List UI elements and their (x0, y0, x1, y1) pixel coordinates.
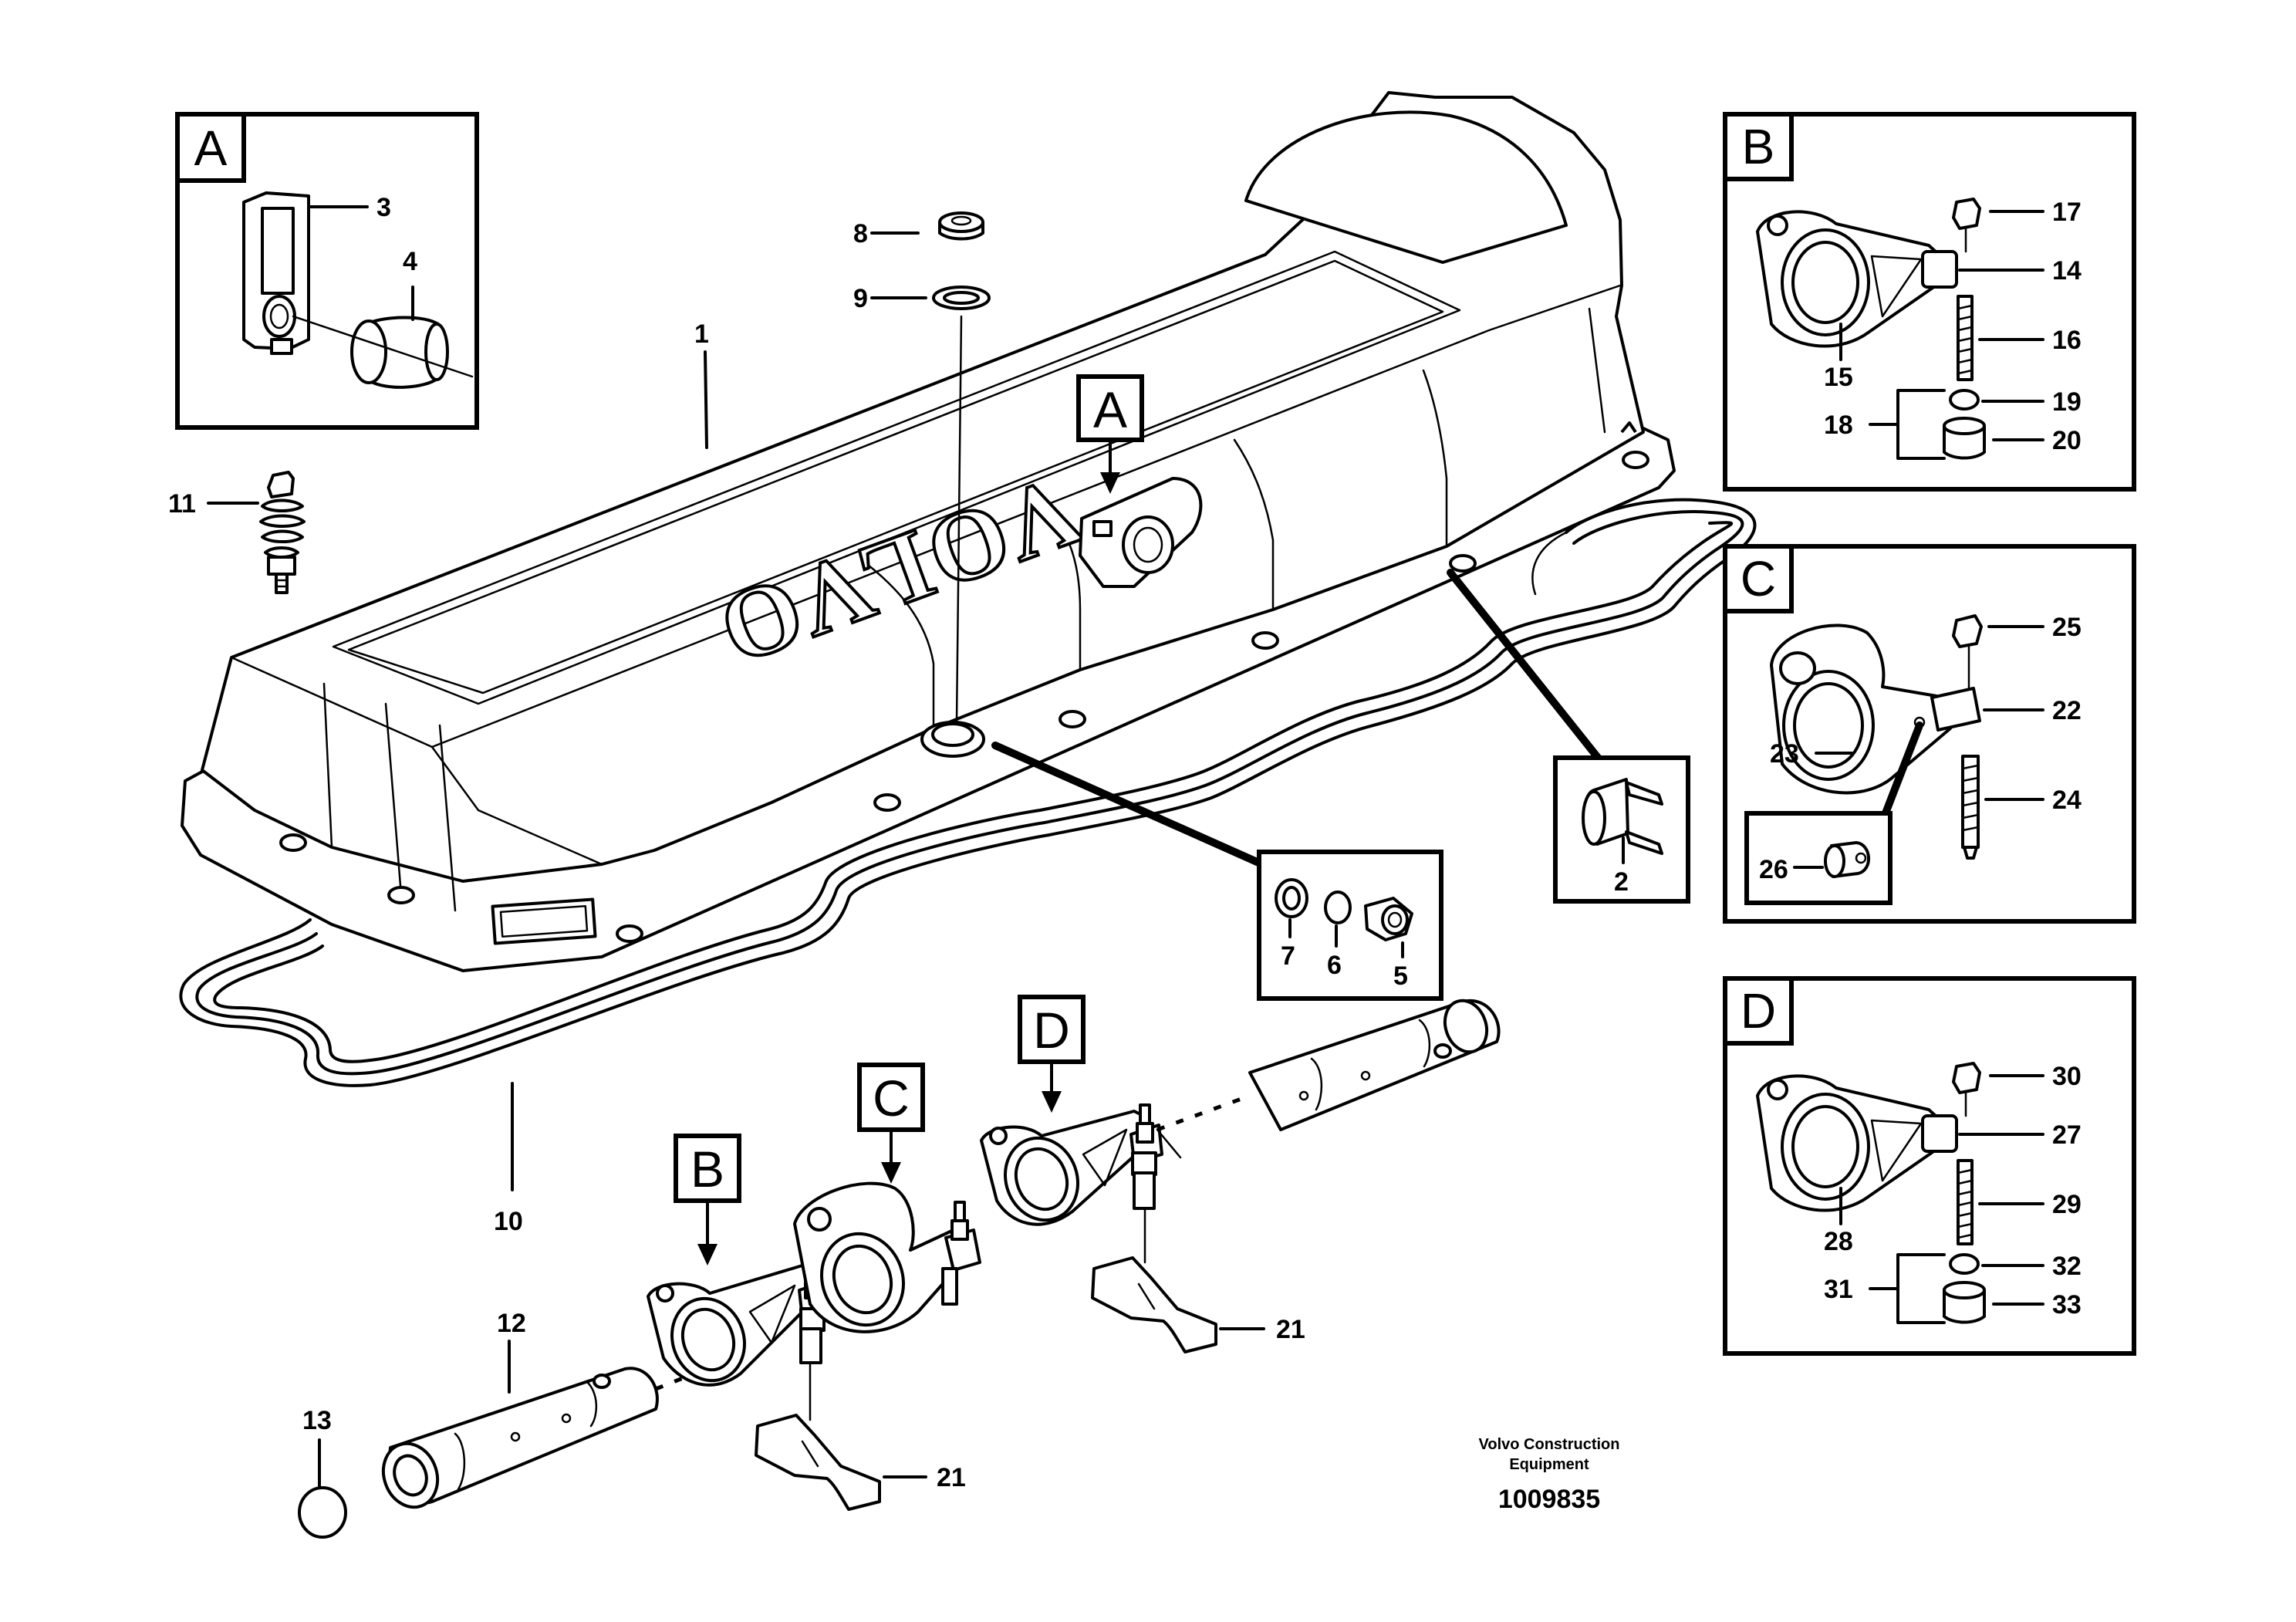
detail-box-d: D (1723, 976, 2136, 1356)
part-number-17: 17 (2052, 198, 2082, 227)
detail-box-c: C (1723, 544, 2136, 924)
adjuster-part-27 (1921, 1114, 1958, 1153)
detail-box-parts-5-7: 7 6 5 (1257, 850, 1443, 1001)
part-number-8: 8 (853, 219, 868, 248)
adjuster-part-14 (1921, 250, 1958, 289)
rocker-arm-b (647, 1259, 832, 1387)
callout-c-letter: C (873, 1070, 910, 1127)
seal-ring-part-7 (1275, 878, 1308, 918)
rocker-arm-c (793, 1181, 981, 1333)
rocker-shaft-upper (1156, 999, 1501, 1159)
brand-line-1: Volvo Construction (1479, 1436, 1620, 1453)
part-number-21-lower: 21 (937, 1463, 966, 1492)
callout-b: B (674, 1134, 741, 1265)
part-number-16: 16 (2052, 326, 2082, 355)
part-number-15: 15 (1824, 363, 1853, 392)
clip-part-2 (1582, 778, 1663, 855)
cover-bolt-part-11 (259, 471, 306, 594)
rocker-arm-part-15 (1756, 210, 1946, 348)
ball-part-19 (1949, 389, 1980, 411)
part-number-13: 13 (302, 1406, 332, 1435)
part-number-22: 22 (2052, 696, 2082, 725)
detail-box-b: B (1723, 112, 2136, 492)
part-number-10: 10 (494, 1207, 523, 1236)
rocker-shaft-part-12 (381, 1353, 741, 1509)
part-number-19: 19 (2052, 387, 2082, 417)
part-number-1: 1 (694, 319, 709, 349)
screw-part-16 (1957, 295, 1974, 381)
part-number-12: 12 (497, 1309, 526, 1338)
part-number-18: 18 (1824, 411, 1853, 440)
screw-part-24 (1961, 755, 1980, 860)
shaft-plug-part-13 (298, 1486, 347, 1539)
part-number-24: 24 (2052, 786, 2082, 815)
oil-filler-plug-part-8 (938, 211, 984, 241)
part-number-11: 11 (168, 489, 196, 519)
cup-part-20 (1943, 417, 1986, 460)
nut-part-17 (1952, 198, 1981, 253)
callout-a: A (1076, 374, 1144, 494)
detail-box-b-letter: B (1742, 119, 1775, 174)
valve-cover-part-1: VOLVO (181, 91, 1676, 972)
part-number-33: 33 (2052, 1290, 2082, 1320)
part-number-29: 29 (2052, 1190, 2082, 1219)
ball-part-32 (1949, 1253, 1980, 1275)
part-number-25: 25 (2052, 613, 2082, 642)
sensor-port (1079, 477, 1203, 588)
part-number-4: 4 (403, 247, 417, 276)
part-number-2: 2 (1614, 867, 1629, 897)
callout-d: D (1018, 995, 1086, 1113)
part-number-23: 23 (1770, 739, 1799, 769)
nut-part-30 (1952, 1062, 1981, 1117)
brand-line-2: Equipment (1509, 1456, 1589, 1473)
nipple-part-5 (1364, 897, 1413, 941)
figure-code: 1009835 (1498, 1485, 1600, 1514)
detail-box-c-letter: C (1741, 551, 1776, 607)
part-number-27: 27 (2052, 1120, 2082, 1150)
detail-box-part-26: 26 (1744, 811, 1893, 905)
rocker-b-bridge-part-21 (755, 1414, 881, 1511)
part-number-20: 20 (2052, 426, 2082, 455)
detail-box-a: A 3 4 (175, 112, 479, 430)
plug-assembly-axis (955, 315, 963, 724)
cup-part-33 (1943, 1281, 1986, 1324)
part-number-9: 9 (853, 284, 868, 313)
rocker-d-bridge-part-21 (1091, 1256, 1217, 1353)
adjuster-end-part-22 (1930, 687, 1981, 732)
part-number-6: 6 (1327, 951, 1342, 980)
callout-c: C (857, 1063, 925, 1184)
part-number-32: 32 (2052, 1252, 2082, 1281)
part-number-21-upper: 21 (1276, 1315, 1305, 1344)
callout-a-letter: A (1093, 381, 1127, 438)
screw-part-29 (1957, 1159, 1974, 1245)
part-number-26: 26 (1759, 855, 1788, 884)
callout-b-letter: B (690, 1140, 724, 1198)
plug-part-26 (1824, 841, 1870, 878)
part-number-7: 7 (1281, 941, 1295, 971)
sealing-washer-part-9 (932, 286, 991, 310)
nut-part-25 (1952, 614, 1983, 690)
o-ring-part-6 (1324, 890, 1352, 924)
gasket-part-10 (179, 498, 1757, 1087)
clip-bracket-part-3 (242, 191, 310, 355)
detail-box-d-letter: D (1741, 983, 1776, 1039)
rocker-arm-d (980, 1103, 1163, 1226)
detail-box-part-2: 2 (1553, 755, 1690, 904)
bushing-part-4 (350, 316, 449, 389)
callout-d-letter: D (1033, 1002, 1070, 1059)
part-number-30: 30 (2052, 1062, 2082, 1091)
part-number-28: 28 (1824, 1227, 1853, 1256)
detail-box-a-letter: A (194, 120, 228, 176)
part-number-14: 14 (2052, 256, 2082, 286)
part-number-5: 5 (1393, 961, 1408, 991)
part-number-31: 31 (1824, 1275, 1853, 1304)
part-number-3: 3 (376, 193, 391, 222)
